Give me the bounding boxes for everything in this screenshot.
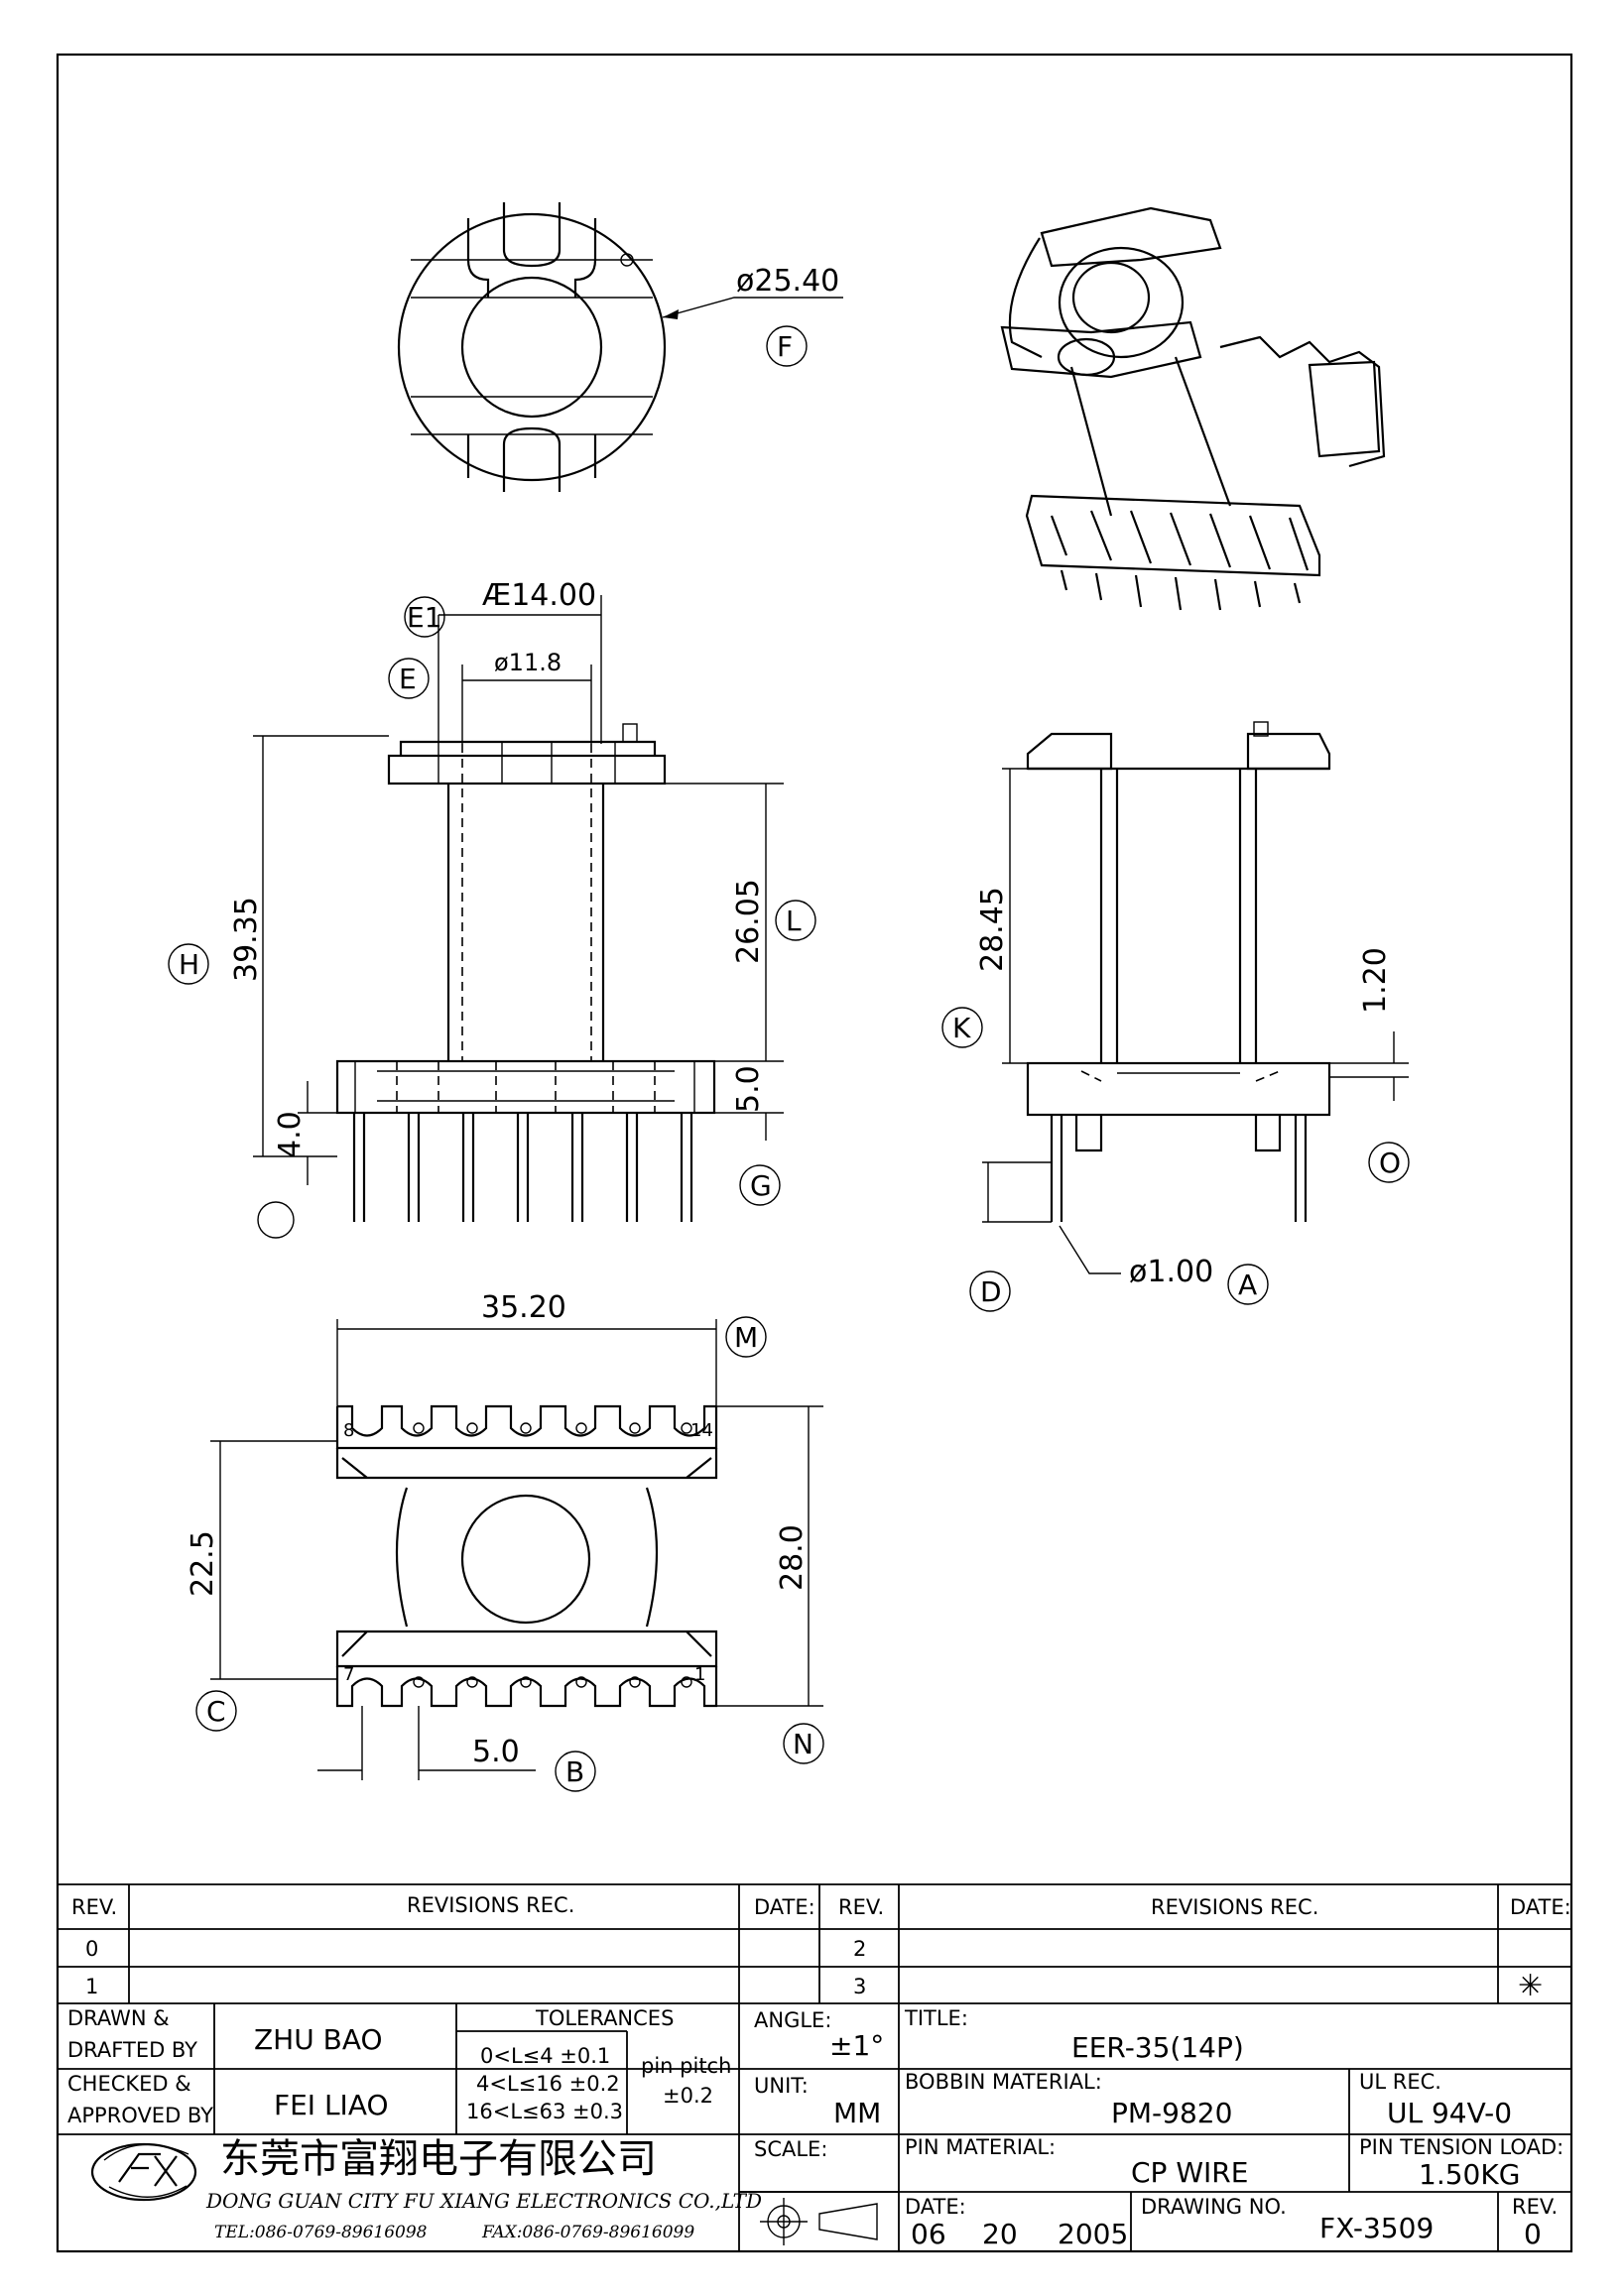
total-height-label: 39.35 (229, 897, 264, 982)
pin-tension-label: PIN TENSION LOAD: (1359, 2135, 1563, 2159)
side-offset-label: 1.20 (1358, 947, 1393, 1014)
title-value: EER-35(14P) (1071, 2031, 1244, 2064)
revisions-header-left: REVISIONS REC. (407, 1893, 574, 1917)
callout-b: B (565, 1755, 584, 1788)
overall-depth-label: 28.0 (775, 1524, 810, 1591)
pin-row-length-label: 35.20 (481, 1290, 566, 1325)
unit-value: MM (833, 2097, 881, 2129)
pin-standoff-label: 4.0 (273, 1111, 308, 1158)
star-mark: ✳ (1518, 1969, 1543, 2003)
callout-c: C (206, 1695, 226, 1728)
callout-n: N (793, 1728, 813, 1760)
tolerance-2: 4<L≤16 ±0.2 (476, 2072, 620, 2096)
callout-g: G (750, 1169, 772, 1202)
callout-l: L (786, 905, 802, 937)
date-label: DATE: (905, 2195, 966, 2219)
drawing-no: FX-3509 (1319, 2212, 1434, 2244)
drawn-label-2: DRAFTED BY (67, 2038, 197, 2062)
pin-pitch-label: 5.0 (472, 1735, 520, 1769)
rev-label: REV. (1512, 2195, 1558, 2219)
tolerance-3: 16<L≤63 ±0.3 (466, 2100, 623, 2123)
rev-row-0: 0 (85, 1937, 98, 1961)
callout-m: M (734, 1321, 758, 1354)
front-view: Æ14.00 E1 ø11.8 E 39.35 H 4.0 I 26.05 L … (168, 578, 816, 1239)
isometric-view (1000, 206, 1386, 611)
callout-k: K (952, 1012, 971, 1044)
company-fax: FAX:086-0769-89616099 (481, 2223, 694, 2242)
pin-number-14: 14 (690, 1420, 713, 1441)
bottom-view: 8 14 7 1 35.20 M 22.5 C 28.0 N 5.0 (186, 1290, 824, 1792)
angle-value: ±1° (829, 2029, 884, 2062)
drawing-border (56, 53, 1573, 2253)
row-spacing-label: 22.5 (186, 1530, 220, 1597)
date-day: 20 (982, 2218, 1018, 2250)
projection-symbol (739, 2191, 899, 2245)
rev-row-2: 2 (853, 1937, 866, 1961)
pin-tension: 1.50KG (1419, 2158, 1520, 2191)
title-block: REV. REVISIONS REC. DATE: REV. REVISIONS… (58, 1883, 1571, 2251)
pin-dia-label: ø1.00 (1129, 1255, 1213, 1289)
company-name-en: DONG GUAN CITY FU XIANG ELECTRONICS CO.,… (205, 2189, 762, 2213)
winding-height-label: 26.05 (731, 879, 766, 964)
rev-header-right: REV. (838, 1895, 884, 1919)
flange-dia-label: ø25.40 (736, 264, 839, 299)
bobbin-material-label: BOBBIN MATERIAL: (905, 2070, 1102, 2094)
company-tel: TEL:086-0769-89616098 (214, 2223, 428, 2242)
checked-by: FEI LIAO (274, 2089, 389, 2121)
date-year: 2005 (1058, 2218, 1128, 2250)
pin-number-1: 1 (694, 1664, 705, 1685)
core-width-label: Æ14.00 (482, 578, 596, 613)
callout-o: O (1379, 1147, 1401, 1179)
company-name-cn: 东莞市富翔电子有限公司 (220, 2136, 657, 2182)
core-dia-label: ø11.8 (494, 649, 562, 676)
rev-value: 0 (1524, 2218, 1542, 2250)
date-header-right: DATE: (1510, 1895, 1571, 1919)
rev-row-3: 3 (853, 1975, 866, 1998)
checked-label-2: APPROVED BY (67, 2104, 213, 2127)
callout-d: D (980, 1275, 1002, 1308)
callout-h: H (179, 948, 199, 981)
side-height-label: 28.45 (975, 887, 1010, 972)
callout-e1: E1 (407, 601, 442, 634)
pin-number-7: 7 (343, 1664, 354, 1685)
bobbin-material: PM-9820 (1111, 2097, 1232, 2129)
callout-i: I (268, 1204, 276, 1237)
tolerances-header: TOLERANCES (535, 2006, 674, 2030)
rev-row-1: 1 (85, 1975, 98, 1998)
drawing-no-label: DRAWING NO. (1141, 2195, 1287, 2219)
date-month: 06 (911, 2218, 946, 2250)
pin-pitch-tol-label: pin pitch (641, 2054, 731, 2078)
pin-pitch-tol-value: ±0.2 (663, 2084, 713, 2108)
drawn-by: ZHU BAO (254, 2023, 383, 2056)
callout-a: A (1238, 1269, 1257, 1301)
drawn-label-1: DRAWN & (67, 2006, 170, 2030)
checked-label-1: CHECKED & (67, 2072, 191, 2096)
callout-f: F (777, 330, 793, 363)
pin-material-label: PIN MATERIAL: (905, 2135, 1056, 2159)
side-view: 28.45 K 1.20 O D ø1.00 A (941, 721, 1410, 1312)
scale-label: SCALE: (754, 2137, 827, 2161)
tolerance-1: 0<L≤4 ±0.1 (480, 2044, 610, 2068)
ul-value: UL 94V-0 (1387, 2097, 1512, 2129)
date-header-left: DATE: (754, 1895, 815, 1919)
rev-header: REV. (71, 1895, 117, 1919)
unit-label: UNIT: (754, 2074, 809, 2098)
callout-e: E (399, 663, 417, 695)
base-height-label: 5.0 (731, 1065, 766, 1113)
company-logo (90, 2142, 197, 2202)
pin-material: CP WIRE (1131, 2156, 1248, 2189)
top-view: ø25.40 F (397, 202, 843, 492)
title-label: TITLE: (904, 2006, 968, 2030)
ul-label: UL REC. (1359, 2070, 1441, 2094)
revisions-header-right: REVISIONS REC. (1151, 1895, 1318, 1919)
angle-label: ANGLE: (754, 2008, 831, 2032)
pin-number-8: 8 (343, 1420, 354, 1441)
